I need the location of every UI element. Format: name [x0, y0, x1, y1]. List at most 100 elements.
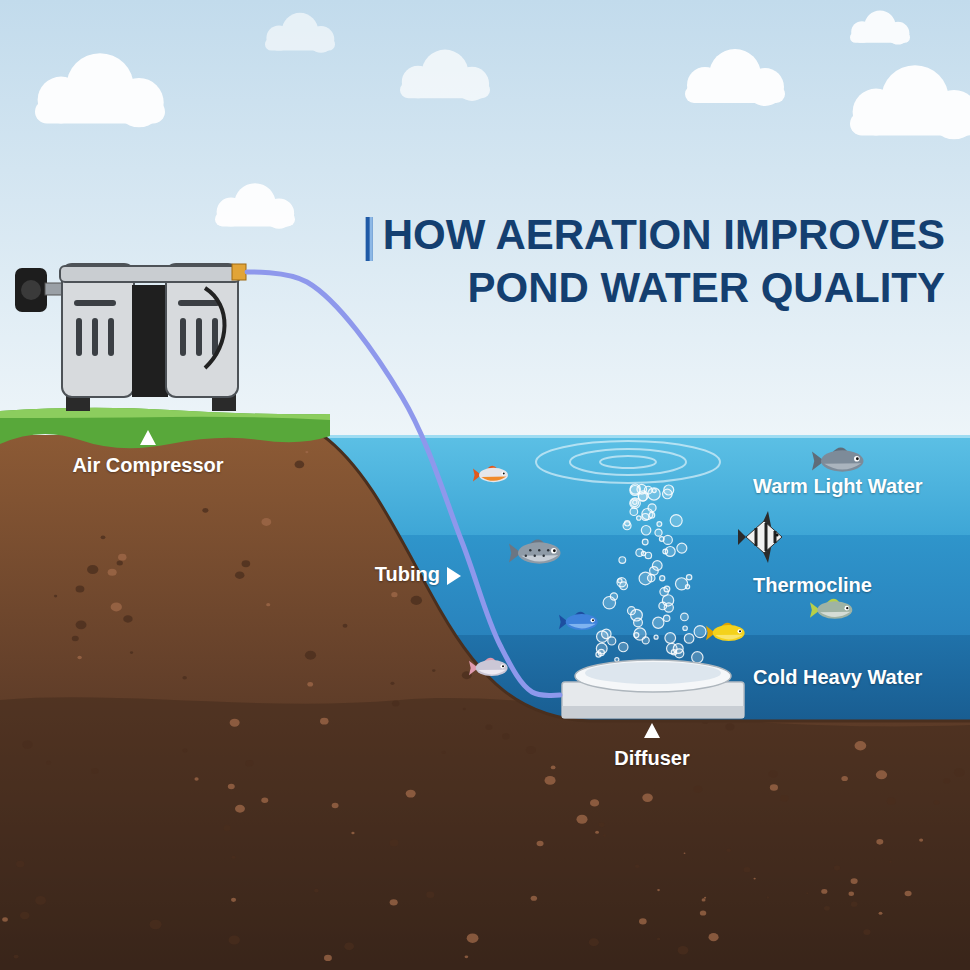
soil-pebble — [465, 955, 469, 958]
grass-highlight — [0, 408, 330, 420]
soil-pebble — [390, 899, 398, 905]
compressor-motor — [132, 285, 168, 397]
fish-pupil — [553, 549, 556, 552]
soil-pebble — [314, 889, 318, 893]
fish-belly — [481, 477, 506, 481]
soil-pebble — [639, 918, 647, 924]
compressor-nozzle — [232, 264, 246, 280]
soil-pebble — [391, 592, 397, 597]
compressor-hose — [205, 288, 225, 368]
fish-body — [713, 625, 745, 641]
air-bubble — [642, 539, 648, 545]
compressor-knob — [21, 280, 41, 300]
fish-belly — [824, 463, 861, 469]
angelfish-body — [746, 521, 782, 553]
air-bubble — [619, 557, 626, 564]
soil-pebble — [76, 620, 87, 629]
fish-pupil — [739, 630, 741, 632]
water-surface — [300, 435, 970, 438]
compressor-slot — [178, 300, 220, 306]
soil-pebble — [22, 740, 32, 748]
air-compressor-drawing — [15, 264, 246, 411]
soil-pebble — [824, 906, 830, 911]
soil-pebble — [467, 933, 479, 942]
cloud — [35, 53, 165, 127]
air-bubble — [660, 588, 669, 597]
title-bar-highlight — [370, 217, 373, 261]
air-bubble — [641, 551, 645, 555]
soil-pebble — [432, 669, 435, 672]
node-label: Cold Heavy Water — [753, 666, 922, 689]
fish-body — [476, 660, 508, 676]
air-bubble — [686, 575, 691, 580]
tubing-line — [247, 272, 560, 696]
cloud-base — [850, 112, 970, 135]
cloud — [215, 183, 295, 229]
soil-pebble — [182, 676, 186, 680]
soil-pebble — [54, 595, 57, 598]
air-bubble — [685, 585, 689, 589]
soil-pebble — [727, 848, 731, 852]
soil-pebble — [684, 853, 686, 854]
soil-pebble — [202, 508, 208, 513]
compressor-slot — [108, 318, 114, 356]
fish-spot — [534, 555, 536, 557]
fish-pupil — [503, 473, 505, 475]
compressor-end-cap — [15, 268, 47, 312]
air-bubble — [660, 576, 665, 581]
soil-pebble — [261, 518, 271, 526]
surface-ripple — [536, 441, 720, 483]
fish-pupil — [846, 607, 848, 609]
angelfish-tail — [738, 529, 746, 545]
soil — [0, 435, 970, 970]
soil-pebble — [266, 603, 270, 606]
cloud — [265, 13, 335, 53]
soil-pebble — [855, 741, 867, 750]
soil-pebble — [700, 910, 706, 915]
soil-pebble — [194, 777, 198, 780]
tubing-label: Tubing — [375, 563, 440, 586]
soil-pebble — [485, 724, 492, 730]
soil-pebble — [851, 878, 858, 884]
soil-pebble — [834, 866, 840, 871]
angelfish — [738, 511, 782, 563]
soil-pebble — [603, 834, 606, 837]
air-bubble — [652, 489, 656, 493]
air-bubble — [619, 642, 628, 651]
soil-pebble — [392, 700, 399, 706]
air-bubble — [665, 633, 676, 644]
soil-pebble — [229, 935, 240, 944]
fish-pupil — [502, 665, 504, 667]
air-bubble — [692, 652, 703, 663]
title: HOW AERATION IMPROVES POND WATER QUALITY — [325, 208, 945, 314]
soil-pebble — [46, 761, 51, 765]
soil-pebble — [768, 770, 777, 778]
surface-ripple — [600, 456, 656, 468]
soil-pebble — [426, 892, 434, 898]
surface-ripple — [570, 449, 686, 475]
fish-eye — [845, 606, 850, 611]
node-label: Thermocline — [753, 574, 872, 597]
node-label: Diffuser — [614, 747, 690, 770]
fish-eye — [738, 629, 742, 633]
compressor-slot — [74, 300, 116, 306]
fish — [810, 599, 852, 619]
cold-water-band: Cold Heavy Water — [740, 635, 955, 720]
soil-pebble — [261, 797, 268, 803]
soil-pebble — [702, 898, 706, 901]
soil-pebble — [295, 461, 305, 469]
soil-pebble — [876, 770, 887, 779]
fish — [706, 623, 745, 641]
air-compressor: Air Compressor — [15, 258, 247, 413]
soil-pebble — [851, 902, 858, 907]
air-bubble — [623, 522, 631, 530]
diffuser-disc — [575, 660, 731, 692]
soil-pebble — [889, 861, 891, 863]
soil-pebble — [934, 800, 940, 804]
soil-pebble — [635, 864, 639, 867]
air-bubble — [654, 635, 658, 639]
cloud-base — [215, 212, 295, 226]
compressor-head — [166, 264, 238, 397]
compressor-slot — [92, 318, 98, 356]
soil-pebble — [130, 651, 133, 654]
